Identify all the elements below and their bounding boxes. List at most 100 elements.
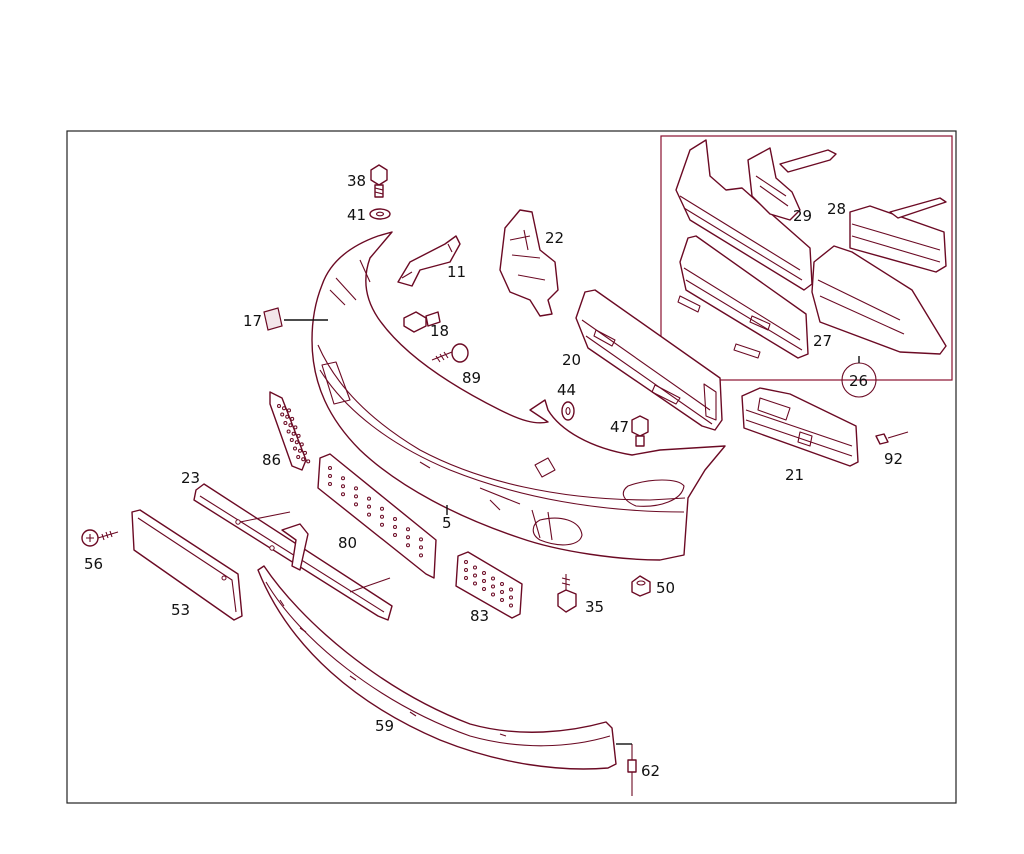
- callout-35: 35: [585, 598, 604, 616]
- mesh-hole: [473, 565, 477, 570]
- callout-83: 83: [470, 607, 489, 625]
- absorber-20: [575, 289, 723, 431]
- mesh-hole: [380, 506, 384, 511]
- mesh-hole: [293, 425, 298, 430]
- mesh-hole: [500, 590, 504, 594]
- mesh-hole: [380, 514, 384, 519]
- mesh-hole: [482, 579, 486, 583]
- mesh-hole: [341, 476, 345, 481]
- nut-50: [631, 575, 651, 597]
- callout-56: 56: [84, 555, 103, 573]
- absorber-21: [741, 387, 859, 467]
- mesh-hole: [464, 576, 468, 580]
- mesh-hole: [509, 603, 513, 608]
- bolt-35: [557, 574, 577, 613]
- mesh-hole: [301, 457, 306, 462]
- mesh-hole: [482, 587, 486, 591]
- grille-mesh-86: [269, 391, 311, 471]
- callout-86: 86: [262, 451, 281, 469]
- screw-89: [431, 343, 469, 363]
- callout-20: 20: [562, 351, 581, 369]
- mesh-hole: [341, 492, 345, 497]
- mesh-hole: [354, 486, 358, 491]
- mesh-hole: [509, 587, 513, 592]
- diagram-frame: [66, 130, 957, 804]
- callout-22: 22: [545, 229, 564, 247]
- mesh-hole: [500, 598, 504, 602]
- washer-41: [369, 208, 391, 220]
- mesh-hole: [280, 412, 285, 417]
- callout-27: 27: [813, 332, 832, 350]
- screw-56: [81, 529, 119, 547]
- callout-38: 38: [347, 172, 366, 190]
- clip-62: [627, 744, 637, 796]
- mesh-hole: [285, 414, 290, 419]
- mesh-hole: [367, 512, 371, 517]
- mesh-hole: [419, 537, 423, 542]
- callout-47: 47: [610, 418, 629, 436]
- callout-53: 53: [171, 601, 190, 619]
- mesh-hole: [341, 484, 345, 489]
- carrier-23: [193, 483, 393, 621]
- bolt-38: [370, 164, 388, 198]
- mesh-hole: [509, 595, 513, 600]
- mesh-hole: [473, 573, 477, 578]
- mesh-hole: [367, 504, 371, 509]
- mesh-hole: [367, 496, 371, 501]
- bracket-11: [397, 235, 461, 287]
- nut-44: [561, 401, 575, 421]
- mesh-hole: [296, 455, 301, 459]
- inset-frame: [660, 135, 953, 381]
- callout-50: 50: [656, 579, 675, 597]
- mesh-hole: [299, 442, 304, 447]
- mesh-hole: [393, 533, 397, 537]
- mesh-hole: [328, 482, 332, 486]
- callout-62: 62: [641, 762, 660, 780]
- callout-17: 17: [243, 312, 262, 330]
- mesh-hole: [306, 459, 311, 464]
- mesh-hole: [464, 560, 468, 564]
- callout-21: 21: [785, 466, 804, 484]
- mesh-hole: [287, 408, 291, 413]
- clip-17: [263, 307, 283, 331]
- clip-18: [403, 311, 441, 333]
- callout-89: 89: [462, 369, 481, 387]
- mesh-hole: [500, 582, 504, 586]
- mesh-hole: [293, 446, 297, 451]
- grille-mesh-80: [317, 453, 437, 579]
- mesh-hole: [328, 466, 332, 470]
- mesh-hole: [354, 494, 358, 499]
- mesh-hole: [288, 423, 293, 428]
- inset-absorber-28: [849, 197, 947, 273]
- callout-28: 28: [827, 200, 846, 218]
- callout-18: 18: [430, 322, 449, 340]
- mesh-hole: [286, 429, 291, 434]
- callout-59: 59: [375, 717, 394, 735]
- callout-29: 29: [793, 207, 812, 225]
- callout-11: 11: [447, 263, 466, 281]
- mesh-hole: [406, 543, 410, 548]
- mesh-hole: [290, 416, 295, 421]
- callout-44: 44: [557, 381, 576, 399]
- mesh-hole: [277, 404, 281, 408]
- mesh-hole: [491, 584, 495, 589]
- mesh-hole: [282, 406, 286, 411]
- mesh-hole: [380, 522, 384, 527]
- mesh-hole: [473, 581, 477, 586]
- mesh-hole: [289, 438, 294, 442]
- mesh-hole: [393, 525, 397, 529]
- spoiler-59: [257, 565, 617, 770]
- mesh-hole: [303, 450, 307, 455]
- callout-80: 80: [338, 534, 357, 552]
- inset-absorber-29: [675, 139, 837, 291]
- callout-92: 92: [884, 450, 903, 468]
- mesh-hole: [354, 502, 358, 507]
- mesh-hole: [491, 576, 495, 581]
- side-bracket-22: [499, 209, 559, 317]
- callout-26: 26: [849, 372, 868, 390]
- mesh-hole: [283, 421, 288, 425]
- callout-5: 5: [442, 514, 452, 532]
- bumper-cover: [311, 231, 726, 561]
- mesh-hole: [296, 433, 301, 438]
- mesh-hole: [464, 568, 468, 572]
